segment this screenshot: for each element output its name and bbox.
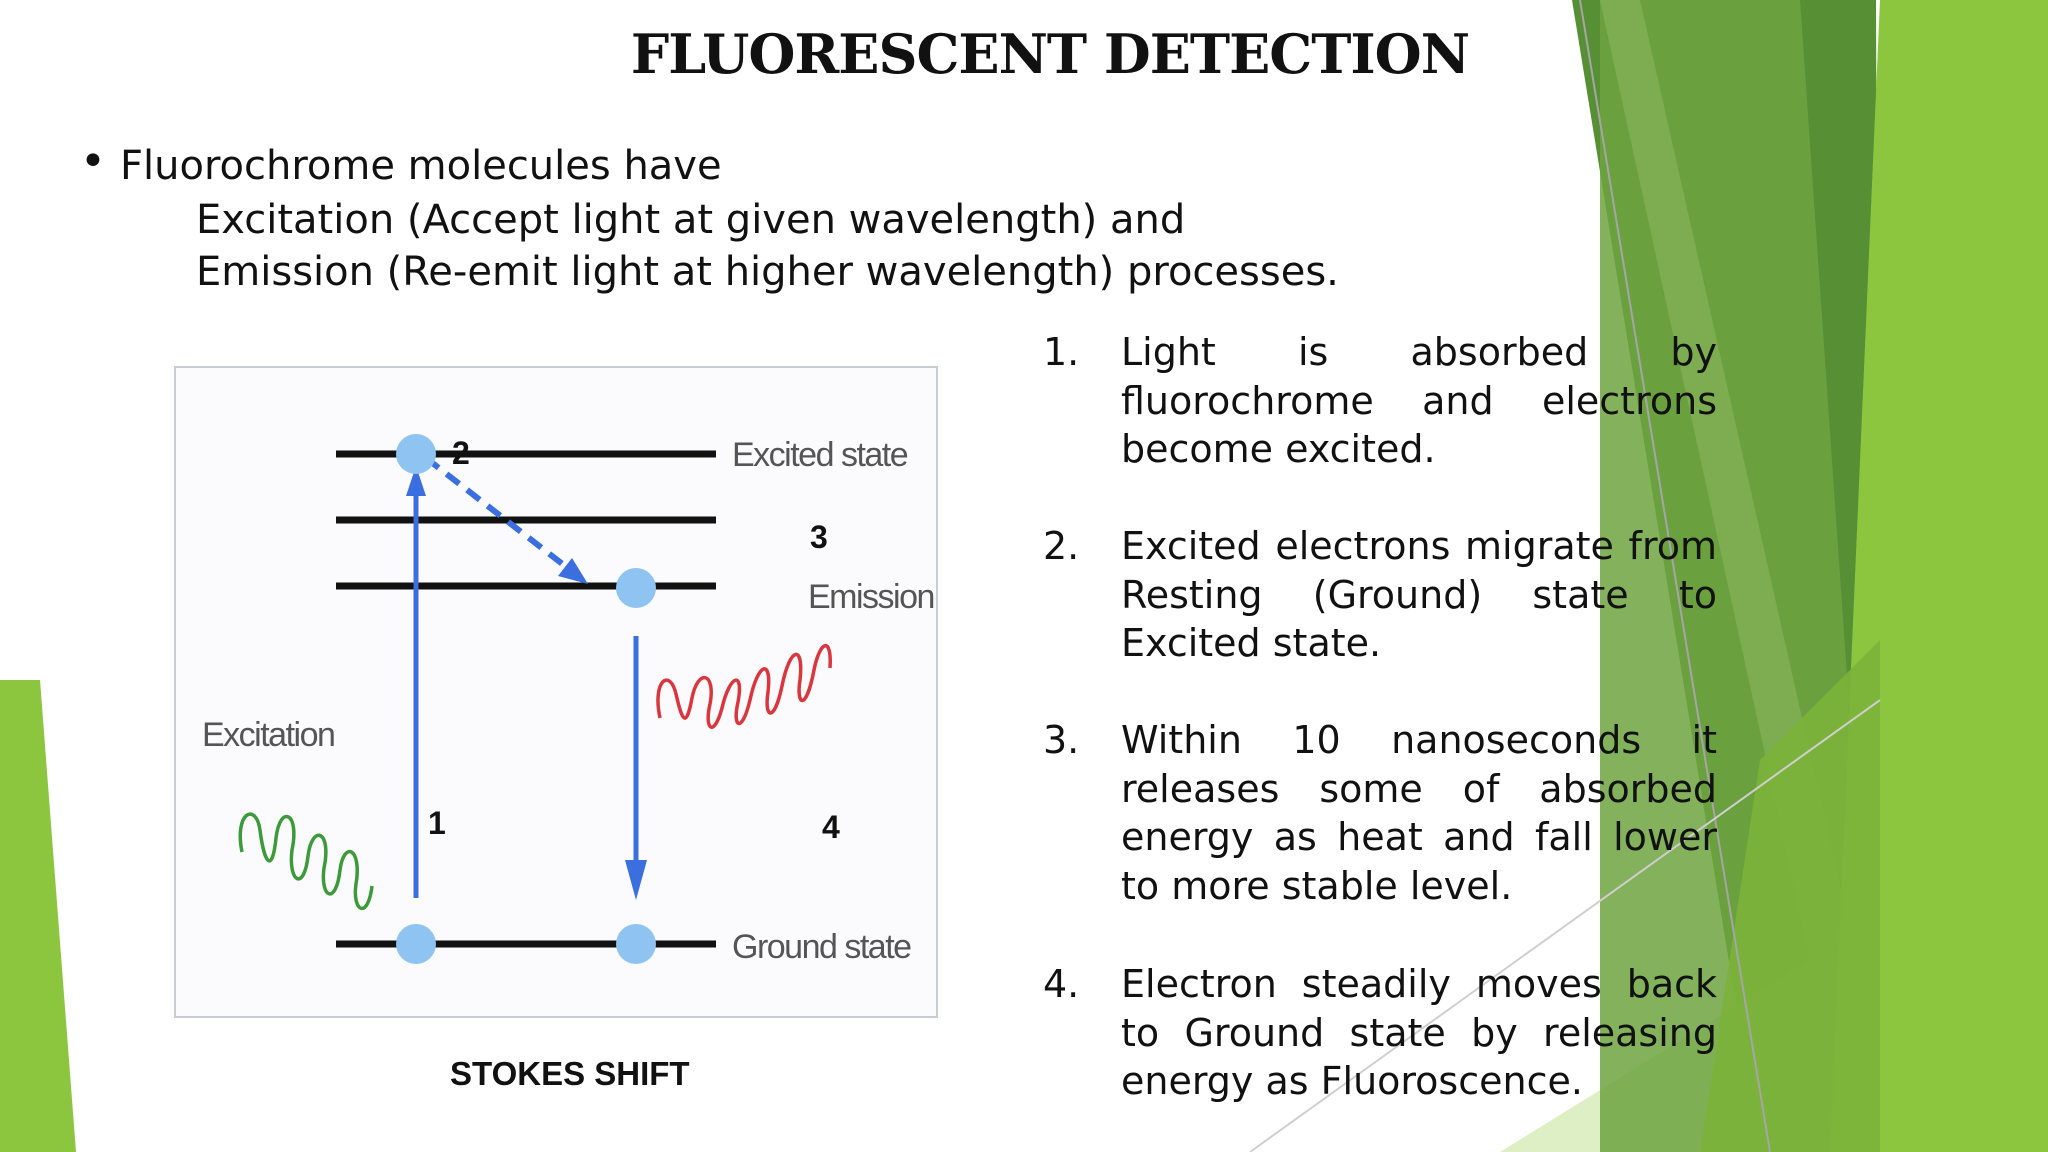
step-4-number: 4. — [1043, 962, 1080, 1006]
excited-state-label: Excited state — [732, 436, 908, 474]
relaxation-arrowhead — [558, 558, 588, 584]
accent-line-2 — [1249, 699, 1881, 1152]
electron-relaxed — [616, 568, 656, 608]
step-number-1: 1 — [428, 805, 446, 841]
step-2-number: 2. — [1043, 524, 1080, 568]
jablonski-diagram: Excited state Emission Excitation Ground… — [174, 366, 938, 1018]
green-shape-lower-accent — [1700, 640, 1880, 1152]
step-3-number: 3. — [1043, 718, 1080, 762]
excitation-wave — [238, 812, 374, 911]
intro-line-2: Excitation (Accept light at given wavele… — [196, 197, 1186, 243]
step-1-number: 1. — [1043, 330, 1080, 374]
electron-ground-left — [396, 924, 436, 964]
diagram-caption: STOKES SHIFT — [450, 1055, 690, 1092]
emission-wave — [656, 644, 832, 729]
bullet-icon: • — [80, 136, 106, 187]
excitation-arrowhead — [406, 466, 426, 496]
step-3-text: Within 10 nanoseconds it releases some o… — [1121, 718, 1717, 908]
slide-title: FLUORESCENT DETECTION — [630, 22, 1470, 86]
step-4-text: Electron steadily moves back to Ground s… — [1121, 962, 1717, 1103]
excitation-label: Excitation — [202, 716, 334, 754]
green-shape-left — [0, 680, 76, 1152]
step-1-text: Light is absorbed by fluorochrome and el… — [1121, 330, 1717, 471]
electron-excited — [396, 434, 436, 474]
intro-line-1: Fluorochrome molecules have — [120, 143, 722, 189]
relaxation-arrow — [424, 455, 576, 576]
step-number-2: 2 — [452, 435, 470, 471]
intro-line-3: Emission (Re-emit light at higher wavele… — [196, 249, 1339, 295]
accent-line-1 — [1579, 0, 1771, 1152]
emission-label: Emission — [808, 578, 934, 616]
emission-arrowhead — [625, 860, 647, 900]
step-number-3: 3 — [810, 519, 828, 555]
step-2-text: Excited electrons migrate from Resting (… — [1121, 524, 1717, 665]
electron-ground-right — [616, 924, 656, 964]
step-number-4: 4 — [822, 809, 840, 845]
green-shape-light-right — [1830, 0, 2048, 1152]
ground-state-label: Ground state — [732, 928, 911, 966]
